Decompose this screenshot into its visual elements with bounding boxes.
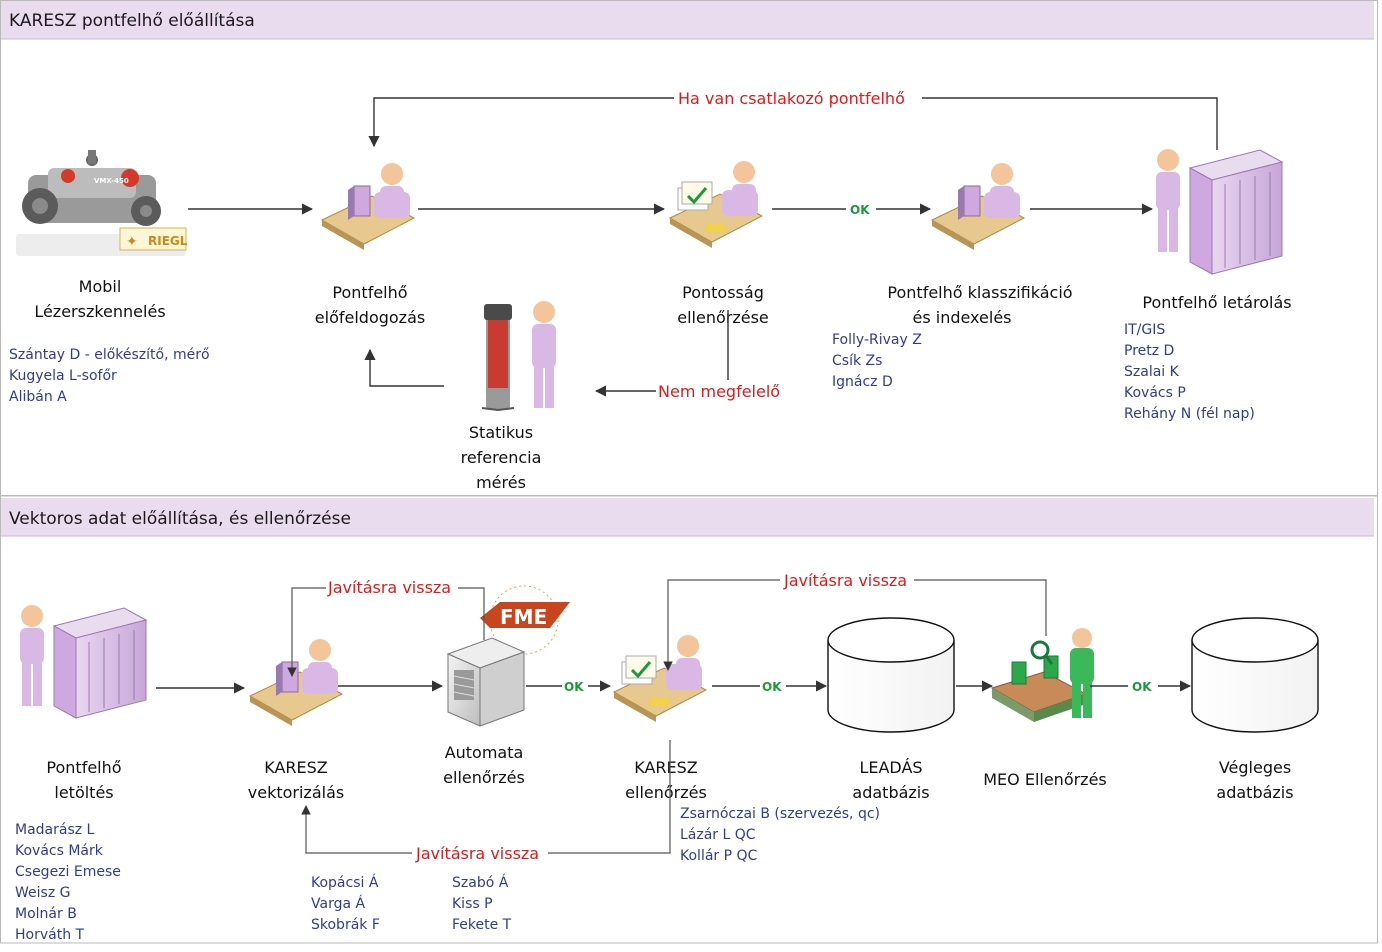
people-mobile-3: Alibán A <box>9 389 67 405</box>
lane2: Vektoros adat előállítása, és ellenőrzés… <box>1 498 1374 943</box>
static-scanner-icon <box>481 301 556 411</box>
node-final-line1: Végleges <box>1219 758 1291 777</box>
people-vectorize-a1: Kopácsi Á <box>311 874 379 891</box>
loop-label-meo: Javításra vissza <box>783 571 907 590</box>
flow-loop-right <box>922 97 1218 150</box>
node-accuracy-line1: Pontosság <box>682 283 764 302</box>
people-storage-4: Kovács P <box>1124 385 1186 401</box>
people-mobile-1: Szántay D - előkészítő, mérő <box>9 347 210 363</box>
flow-auto-loop-right <box>458 587 485 640</box>
people-storage-3: Szalai K <box>1124 364 1180 380</box>
node-vectorize-line1: KARESZ <box>264 758 328 777</box>
node-vectorize-line2: vektorizálás <box>248 783 344 802</box>
people-check-2: Lázár L QC <box>680 827 756 843</box>
people-download-3: Csegezi Emese <box>15 864 121 880</box>
node-static-line3: mérés <box>476 473 526 492</box>
flow-static-to-preprocess <box>364 348 444 387</box>
mobile-scanner-icon: VMX-450 RIEGL ✦ <box>16 150 188 256</box>
node-meo-line1: MEO Ellenőrzés <box>983 770 1107 789</box>
people-vectorize-b1: Szabó Á <box>452 874 509 891</box>
fme-logo-text: FME <box>500 605 547 629</box>
lane2-frame <box>0 495 1378 944</box>
people-download-4: Weisz G <box>15 885 70 901</box>
loop-label-check: Javításra vissza <box>415 844 539 863</box>
lane2-header <box>1 498 1374 536</box>
flow-check-loop-left <box>301 805 412 854</box>
people-storage-1: IT/GIS <box>1124 322 1165 338</box>
node-final-line2: adatbázis <box>1216 783 1293 802</box>
download-rack-icon <box>20 605 148 719</box>
ok-label-lane2-1: OK <box>564 680 584 694</box>
people-classify-3: Ignácz D <box>832 374 893 390</box>
people-check-1: Zsarnóczai B (szervezés, qc) <box>680 806 880 822</box>
node-preprocess-line2: előfeldogozás <box>315 308 425 327</box>
flow-meo-loop-right <box>914 579 1047 636</box>
reject-label: Nem megfelelő <box>658 382 780 401</box>
node-static-line1: Statikus <box>469 423 533 442</box>
flow-auto-loop-left <box>287 587 326 677</box>
check-worker-icon <box>612 635 708 722</box>
final-database-icon <box>1191 617 1319 733</box>
loop-label-auto: Javításra vissza <box>327 578 451 597</box>
storage-rack-icon <box>1156 149 1284 275</box>
meo-inspection-icon <box>990 628 1094 722</box>
people-download-6: Horváth T <box>15 927 85 943</box>
people-storage-2: Pretz D <box>1124 343 1174 359</box>
node-check-line2: ellenőrzés <box>625 783 707 802</box>
svg-text:✦: ✦ <box>126 234 138 250</box>
people-download-1: Madarász L <box>15 822 95 838</box>
scanner-model-text: VMX-450 <box>94 177 129 185</box>
people-download-2: Kovács Márk <box>15 843 104 859</box>
node-auto-line2: ellenőrzés <box>443 768 525 787</box>
lane1: KARESZ pontfelhő előállítása VMX-450 RIE… <box>1 1 1374 492</box>
accuracy-worker-icon <box>668 161 764 248</box>
ok-label-lane2-3: OK <box>1132 680 1152 694</box>
flow-loop-left <box>368 97 674 148</box>
node-leadas-line1: LEADÁS <box>859 758 922 777</box>
vectorize-worker-icon <box>248 639 344 726</box>
loop-label-connecting: Ha van csatlakozó pontfelhő <box>678 89 905 108</box>
people-download-5: Molnár B <box>15 906 77 922</box>
people-mobile-2: Kugyela L-sofőr <box>9 368 117 384</box>
people-classify-1: Folly-Rivay Z <box>832 332 922 348</box>
node-download-line1: Pontfelhő <box>46 758 121 777</box>
people-vectorize-a2: Varga Á <box>311 895 365 912</box>
riegl-logo: RIEGL <box>148 234 188 248</box>
node-leadas-line2: adatbázis <box>852 783 929 802</box>
node-check-line1: KARESZ <box>634 758 698 777</box>
node-preprocess-line1: Pontfelhő <box>332 283 407 302</box>
lane1-header <box>1 1 1374 39</box>
node-mobile-line1: Mobil <box>79 277 122 296</box>
node-classify-line1: Pontfelhő klasszifikáció <box>887 283 1072 302</box>
ok-label-lane1: OK <box>850 203 870 217</box>
lane2-title: Vektoros adat előállítása, és ellenőrzés… <box>9 509 351 529</box>
node-download-line2: letöltés <box>54 783 113 802</box>
people-vectorize-a3: Skobrák F <box>311 917 380 933</box>
people-vectorize-b3: Fekete T <box>452 917 512 933</box>
classify-worker-icon <box>930 163 1026 250</box>
node-static-line2: referencia <box>461 448 542 467</box>
leadas-database-icon <box>827 617 955 733</box>
people-classify-2: Csík Zs <box>832 353 882 369</box>
flow-meo-loop-left <box>663 579 780 671</box>
auto-check-server-icon <box>446 637 526 727</box>
people-vectorize-b2: Kiss P <box>452 896 493 912</box>
node-auto-line1: Automata <box>445 743 524 762</box>
people-check-3: Kollár P QC <box>680 848 758 864</box>
lane1-title: KARESZ pontfelhő előállítása <box>9 11 255 31</box>
preprocess-worker-icon <box>320 163 416 250</box>
bottom-strip <box>0 944 1382 952</box>
node-mobile-line2: Lézerszkennelés <box>34 302 165 321</box>
people-storage-5: Rehány N (fél nap) <box>1124 406 1255 422</box>
node-classify-line2: és indexelés <box>912 308 1011 327</box>
ok-label-lane2-2: OK <box>762 680 782 694</box>
node-accuracy-line2: ellenőrzése <box>677 308 769 327</box>
flow-check-loop-right <box>548 740 671 854</box>
fme-logo: FME <box>480 585 570 655</box>
node-storage-line1: Pontfelhő letárolás <box>1142 293 1291 312</box>
